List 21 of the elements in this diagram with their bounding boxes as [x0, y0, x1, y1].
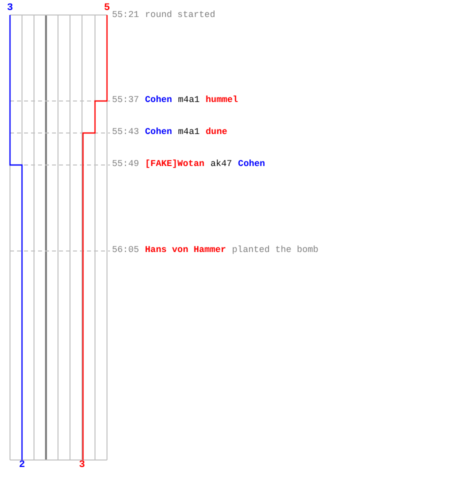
player-name: Hans von Hammer	[145, 245, 226, 256]
event-text: round started	[145, 10, 216, 21]
player-name: Cohen	[145, 95, 172, 106]
player-name: dune	[206, 127, 228, 138]
player-name: [FAKE]Wotan	[145, 159, 204, 170]
count-number: 2	[19, 460, 26, 471]
event-text: planted the bomb	[232, 245, 318, 256]
player-name: hummel	[206, 95, 238, 106]
weapon-name: ak47	[210, 159, 232, 170]
timestamp: 55:49	[112, 159, 140, 170]
count-number: 5	[104, 3, 110, 14]
timestamp: 55:43	[112, 127, 140, 138]
count-number: 3	[7, 3, 14, 14]
player-name: Cohen	[145, 127, 172, 138]
timestamp: 55:37	[112, 95, 140, 106]
weapon-name: m4a1	[178, 127, 200, 138]
weapon-name: m4a1	[178, 95, 200, 106]
count-number: 3	[79, 460, 86, 471]
timestamp: 55:21	[112, 10, 140, 21]
timestamp: 56:05	[112, 245, 140, 256]
player-name: Cohen	[238, 159, 266, 170]
